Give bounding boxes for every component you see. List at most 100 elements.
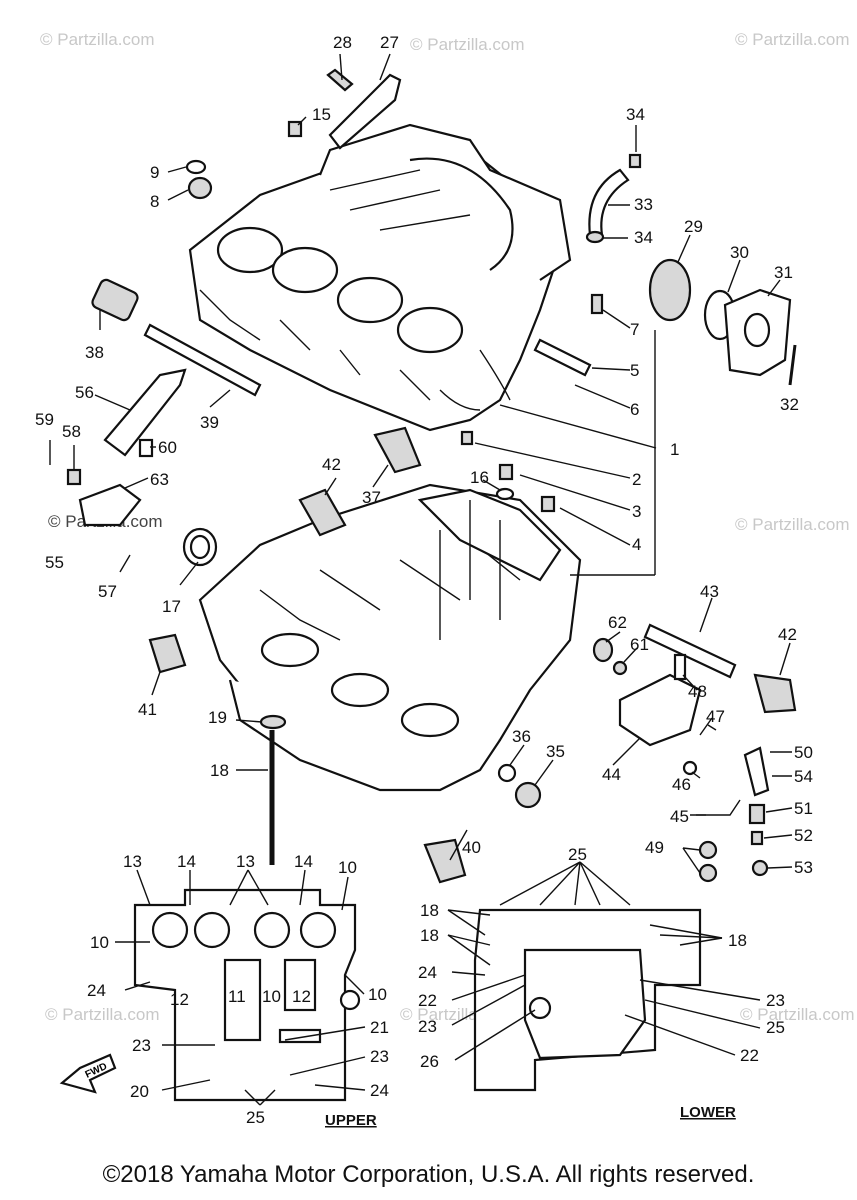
part-label: 52 — [794, 826, 813, 845]
part-label: 23 — [132, 1036, 151, 1055]
part-label: 37 — [362, 488, 381, 507]
part-label: 26 — [420, 1052, 439, 1071]
part-label: 22 — [740, 1046, 759, 1065]
part-label: 47 — [706, 707, 725, 726]
part-label: 42 — [778, 625, 797, 644]
lower-caption: LOWER — [680, 1104, 736, 1121]
part-label: 7 — [630, 320, 639, 339]
upper-leaders — [115, 869, 366, 1106]
part-label: 15 — [312, 105, 331, 124]
part-label: 3 — [632, 502, 641, 521]
part-label: 36 — [512, 727, 531, 746]
part-label: 49 — [645, 838, 664, 857]
part-label: 24 — [87, 981, 106, 1000]
part-label: 33 — [634, 195, 653, 214]
part-label: 25 — [568, 845, 587, 864]
part-label: 43 — [700, 582, 719, 601]
part-label: 13 — [123, 852, 142, 871]
part-label: 12 — [292, 987, 311, 1006]
part-label: 24 — [418, 963, 437, 982]
part-label: 56 — [75, 383, 94, 402]
watermark: © Partzilla.com — [40, 30, 155, 49]
part-label: 12 — [170, 990, 189, 1009]
part-label: 44 — [602, 765, 621, 784]
part-label: 53 — [794, 858, 813, 877]
watermark: © Partzilla.com — [735, 30, 850, 49]
part-label: 58 — [62, 422, 81, 441]
part-label: 62 — [608, 613, 627, 632]
part-label: 8 — [150, 192, 159, 211]
part-label: 10 — [338, 858, 357, 877]
watermark: © Partzilla.com — [410, 35, 525, 54]
part-label: 9 — [150, 163, 159, 182]
part-label: 20 — [130, 1082, 149, 1101]
lower-leaders — [447, 861, 761, 1061]
part-label: 50 — [794, 743, 813, 762]
part-label: 30 — [730, 243, 749, 262]
part-label: 32 — [780, 395, 799, 414]
part-label: 48 — [688, 682, 707, 701]
part-label: 13 — [236, 852, 255, 871]
part-label: 61 — [630, 635, 649, 654]
part-label: 38 — [85, 343, 104, 362]
lower-bolt-schematic — [473, 908, 702, 1092]
part-label: 19 — [208, 708, 227, 727]
part-label: 25 — [766, 1018, 785, 1037]
part-label: 5 — [630, 361, 639, 380]
part-label: 55 — [45, 553, 64, 572]
part-label: 23 — [418, 1017, 437, 1036]
part-label: 59 — [35, 410, 54, 429]
part-label: 23 — [766, 991, 785, 1010]
fwd-arrow: FWD — [59, 1053, 117, 1094]
part-label: 51 — [794, 799, 813, 818]
part-label: 39 — [200, 413, 219, 432]
upper-crankcase — [188, 123, 572, 432]
part-label: 63 — [150, 470, 169, 489]
part-label: 16 — [470, 468, 489, 487]
part-label: 1 — [670, 440, 679, 459]
crankcase-exploded-diagram: © Partzilla.com © Partzilla.com © Partzi… — [35, 30, 855, 1129]
part-label: 28 — [333, 33, 352, 52]
part-label: 10 — [368, 985, 387, 1004]
part-label: 40 — [462, 838, 481, 857]
watermark: © Partzilla.com — [740, 1005, 855, 1024]
part-label: 18 — [210, 761, 229, 780]
part-label: 27 — [380, 33, 399, 52]
part-label: 6 — [630, 400, 639, 419]
part-label: 14 — [177, 852, 196, 871]
part-label: 60 — [158, 438, 177, 457]
part-label: 4 — [632, 535, 641, 554]
part-label: 18 — [420, 926, 439, 945]
part-label: 41 — [138, 700, 157, 719]
part-label: 29 — [684, 217, 703, 236]
watermark: © Partzilla.com — [735, 515, 850, 534]
part-label: 42 — [322, 455, 341, 474]
part-label: 34 — [626, 105, 645, 124]
part-label: 23 — [370, 1047, 389, 1066]
upper-bolt-schematic — [133, 888, 361, 1102]
part-label: 31 — [774, 263, 793, 282]
part-label: 11 — [228, 987, 246, 1006]
part-label: 17 — [162, 597, 181, 616]
part-label: 24 — [370, 1081, 389, 1100]
part-label: 14 — [294, 852, 313, 871]
leader-lines — [73, 53, 793, 874]
part-label: 25 — [246, 1108, 265, 1127]
part-label: 45 — [670, 807, 689, 826]
lower-crankcase — [198, 483, 582, 792]
part-label: 18 — [728, 931, 747, 950]
part-label: 21 — [370, 1018, 389, 1037]
part-label: 34 — [634, 228, 653, 247]
part-label: 2 — [632, 470, 641, 489]
part-label: 46 — [672, 775, 691, 794]
part-label: 18 — [420, 901, 439, 920]
part-label: 54 — [794, 767, 813, 786]
part-label: 57 — [98, 582, 117, 601]
part-label: 35 — [546, 742, 565, 761]
copyright-notice: ©2018 Yamaha Motor Corporation, U.S.A. A… — [102, 1161, 755, 1188]
part-label: 22 — [418, 991, 437, 1010]
part-label: 10 — [262, 987, 281, 1006]
upper-caption: UPPER — [325, 1112, 377, 1129]
part-label: 10 — [90, 933, 109, 952]
part-labels: 28 27 15 9 8 34 33 34 29 30 31 32 7 5 6 … — [35, 33, 813, 1127]
